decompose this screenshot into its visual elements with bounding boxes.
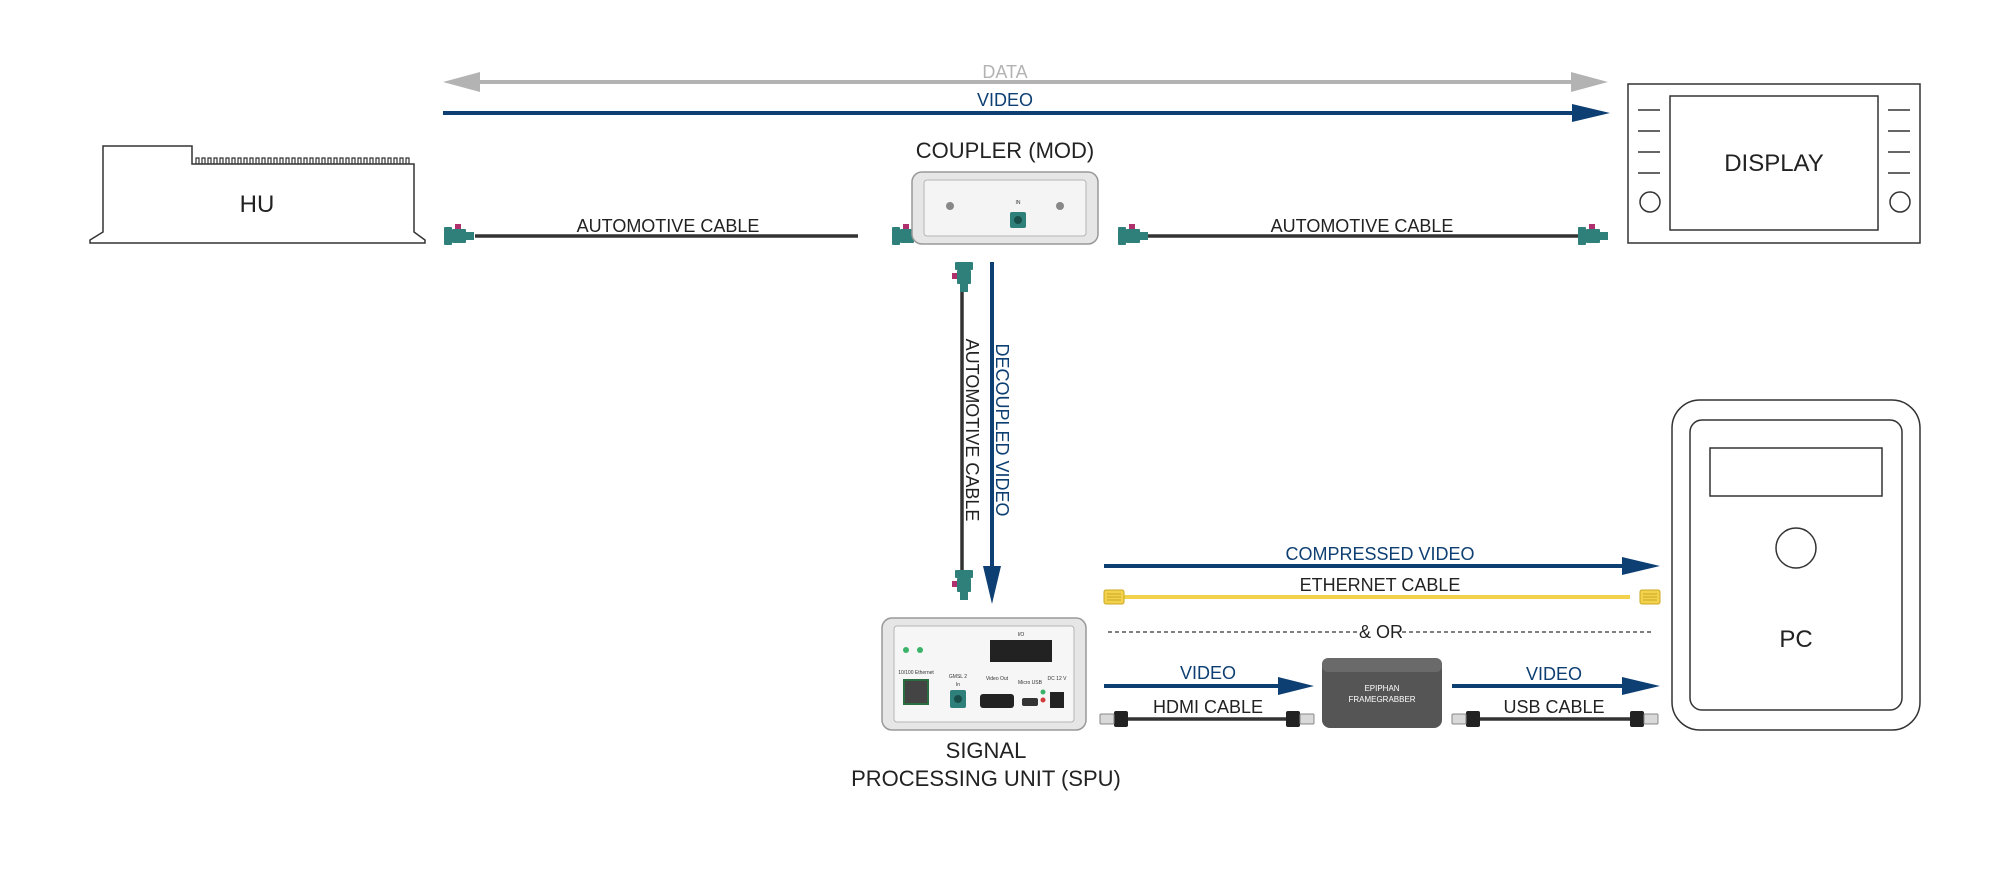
framegrabber-label-line2: FRAMEGRABBER xyxy=(1348,695,1415,704)
ethernet-cable-label: ETHERNET CABLE xyxy=(1300,575,1461,595)
video-usb-label: VIDEO xyxy=(1526,664,1582,684)
hdmi-plug-icon xyxy=(1099,710,1129,728)
hdmi-cable-label: HDMI CABLE xyxy=(1153,697,1263,717)
fakra-connector-icon xyxy=(952,570,973,600)
cable-label-coupler-spu: AUTOMOTIVE CABLE xyxy=(962,339,982,522)
cable-label-coupler-display: AUTOMOTIVE CABLE xyxy=(1271,216,1454,236)
hu-box xyxy=(89,145,426,244)
compressed-video-label: COMPRESSED VIDEO xyxy=(1285,544,1474,564)
coupler-device xyxy=(911,171,1099,245)
framegrabber-device xyxy=(1322,658,1442,728)
pc-label: PC xyxy=(1779,626,1812,653)
spu-device xyxy=(881,617,1087,731)
cable-label-hu-coupler: AUTOMOTIVE CABLE xyxy=(577,216,760,236)
coupler-title: COUPLER (MOD) xyxy=(916,138,1094,163)
usb-plug-icon xyxy=(1451,710,1481,728)
data-double-arrow-icon xyxy=(443,72,1608,92)
spu-port-video-out-label: Video Out xyxy=(986,676,1009,682)
display-device xyxy=(1627,83,1921,244)
rj45-connector-icon xyxy=(1103,589,1125,605)
video-usb-arrow-icon xyxy=(1452,677,1660,695)
data-label: DATA xyxy=(982,62,1027,82)
fakra-connector-icon xyxy=(1578,224,1608,245)
decoupled-video-label: DECOUPLED VIDEO xyxy=(992,343,1012,516)
video-hdmi-label: VIDEO xyxy=(1180,663,1236,683)
usb-cable xyxy=(1451,710,1659,728)
video-label: VIDEO xyxy=(977,90,1033,110)
spu-port-micro-usb-label: Micro USB xyxy=(1018,680,1043,686)
hu-vent-slots xyxy=(195,157,410,164)
video-hdmi-arrow-icon xyxy=(1104,677,1314,695)
video-arrow-icon xyxy=(443,104,1610,122)
or-separator-label: & OR xyxy=(1359,622,1403,642)
display-label: DISPLAY xyxy=(1724,150,1824,177)
spu-title-line2: PROCESSING UNIT (SPU) xyxy=(851,766,1121,791)
ethernet-cable xyxy=(1103,589,1661,605)
pc-device xyxy=(1671,399,1921,731)
coupler-port-in-label: IN xyxy=(1016,200,1021,206)
spu-port-in-label: In xyxy=(956,682,960,688)
hdmi-cable xyxy=(1099,710,1315,728)
spu-port-ethernet-label: 10/100 Ethernet xyxy=(898,670,934,676)
fakra-connector-icon xyxy=(444,224,474,245)
spu-title-line1: SIGNAL xyxy=(946,738,1027,763)
compressed-video-arrow-icon xyxy=(1104,557,1660,575)
automotive-cable-hu-coupler xyxy=(444,224,922,245)
spu-port-dc-label: DC 12 V xyxy=(1048,676,1068,682)
decoupled-video-arrow-icon xyxy=(983,262,1001,604)
spu-port-gmsl-label: GMSL 2 xyxy=(949,674,967,680)
fakra-connector-icon xyxy=(1118,224,1148,245)
spu-port-io-label: I/O xyxy=(1018,632,1025,638)
usb-plug-icon xyxy=(1629,710,1659,728)
framegrabber-label-line1: EPIPHAN xyxy=(1364,684,1399,693)
fakra-connector-icon xyxy=(952,262,973,292)
automotive-cable-coupler-display xyxy=(1118,224,1608,245)
rj45-connector-icon xyxy=(1639,589,1661,605)
hdmi-plug-icon xyxy=(1285,710,1315,728)
usb-cable-label: USB CABLE xyxy=(1503,697,1604,717)
automotive-cable-coupler-spu xyxy=(952,262,973,600)
hu-label: HU xyxy=(240,191,275,218)
